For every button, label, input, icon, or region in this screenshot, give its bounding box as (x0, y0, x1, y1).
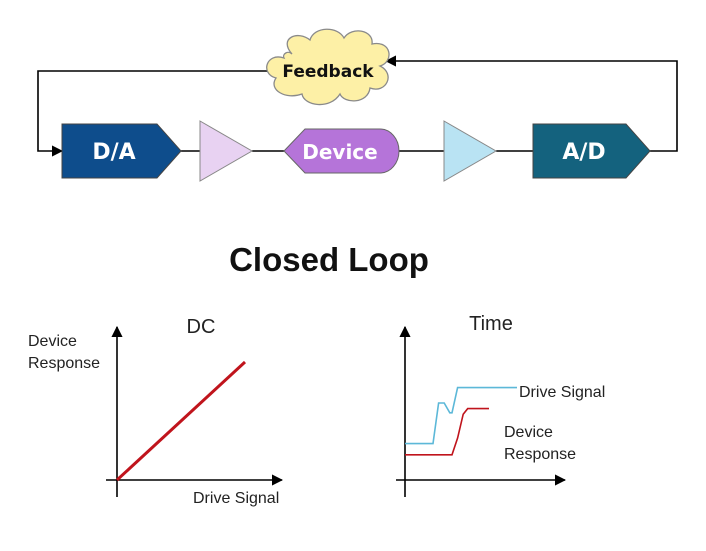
device-block-shape (283, 128, 400, 174)
time-drive-signal-line (405, 386, 517, 445)
time-response-label-line2: Response (504, 446, 576, 463)
feedback-return-line (37, 70, 271, 157)
feedback-forward-line (384, 55, 678, 152)
time-response-label-line1: Device (504, 424, 553, 441)
feedback-cloud: Feedback (266, 28, 390, 106)
ad-label: A/D (562, 140, 605, 165)
page-title: Closed Loop (229, 241, 429, 278)
device-label: Device (302, 140, 377, 164)
da-label: D/A (92, 140, 135, 165)
dc-xlabel: Drive Signal (193, 490, 279, 507)
amplifier-2-triangle (443, 120, 498, 182)
dc-chart-title: DC (187, 316, 216, 338)
dc-response-line (115, 360, 247, 482)
ad-block-shape (532, 123, 651, 179)
da-block-shape (61, 123, 182, 179)
time-chart-title: Time (469, 313, 513, 335)
time-device-response-line (405, 407, 489, 456)
da-block: D/A (61, 123, 182, 179)
dc-ylabel-line1: Device (28, 333, 77, 350)
time-drive-label: Drive Signal (519, 384, 605, 401)
dc-chart: DC Device Response Drive Signal (28, 316, 284, 507)
ad-block: A/D (532, 123, 651, 179)
feedback-label: Feedback (282, 62, 374, 82)
cloud-shape (266, 28, 390, 106)
dc-ylabel-line2: Response (28, 355, 100, 372)
device-block: Device (283, 128, 400, 174)
time-chart: Time Drive Signal Device Response (396, 313, 605, 497)
amplifier-1-triangle (199, 120, 254, 182)
